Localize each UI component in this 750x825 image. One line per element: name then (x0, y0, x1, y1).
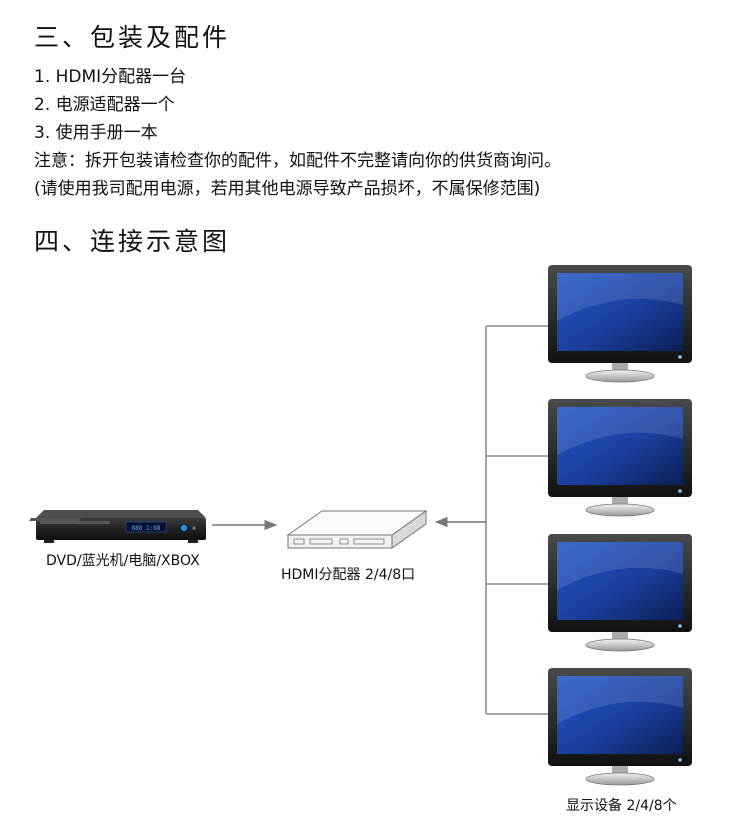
dvd-player-icon: 888 1:88 (36, 510, 206, 543)
monitor-icon (548, 265, 692, 383)
display-monitors (548, 265, 692, 786)
accessory-item-adapter: 2. 电源适配器一个 (34, 95, 175, 115)
notice-paren-text: (请使用我司配用电源，若用其他电源导致产品损坏，不属保修范围) (34, 179, 541, 199)
hdmi-splitter-icon (29, 510, 428, 549)
source-device-label: DVD/蓝光机/电脑/XBOX (46, 553, 200, 569)
notice-text: 注意：拆开包装请检查你的配件，如配件不完整请向你的供货商询问。 (34, 151, 561, 171)
accessory-item-manual: 3. 使用手册一本 (34, 123, 158, 143)
section-title-connection: 四、连接示意图 (34, 227, 231, 256)
splitter-label: HDMI分配器 2/4/8口 (281, 567, 415, 583)
monitor-icon (548, 399, 692, 517)
connection-lines (485, 325, 548, 715)
monitor-icon (548, 534, 692, 652)
player-display-text: 888 1:88 (132, 525, 161, 532)
accessory-item-splitter: 1. HDMI分配器一台 (34, 67, 187, 87)
section-title-packing: 三、包装及配件 (34, 23, 231, 52)
display-devices-label: 显示设备 2/4/8个 (566, 797, 677, 814)
monitor-icon (548, 668, 692, 786)
